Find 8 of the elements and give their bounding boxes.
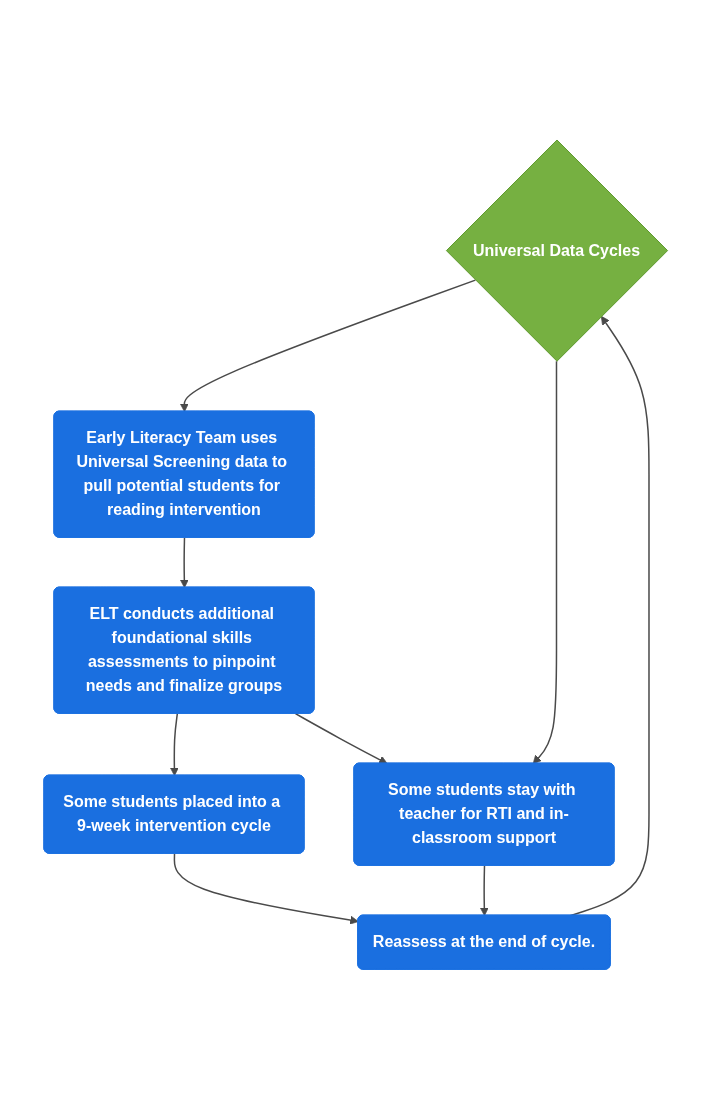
arrow — [173, 852, 359, 925]
arrow — [179, 279, 476, 412]
arrow — [294, 712, 388, 764]
arrow — [479, 864, 489, 916]
arrow — [532, 360, 557, 764]
arrow — [169, 712, 179, 776]
arrow — [179, 536, 189, 588]
node-diamond: Universal Data Cycles — [445, 139, 668, 362]
